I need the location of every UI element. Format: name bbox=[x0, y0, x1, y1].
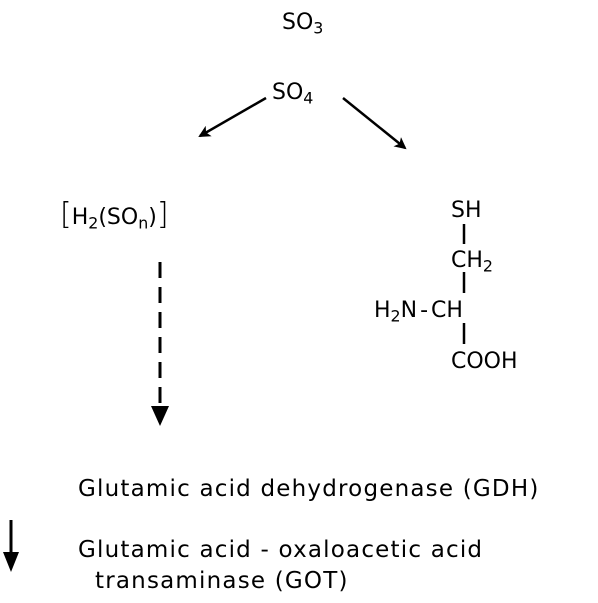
left-branch-formula: [H2(SOn)] bbox=[60, 197, 169, 233]
enzyme-gdh: Glutamic acid dehydrogenase (GDH) bbox=[78, 476, 540, 502]
so4-formula: SO4 bbox=[272, 80, 314, 108]
ch2-symbol: CH bbox=[451, 248, 483, 273]
so3-formula: SO3 bbox=[282, 10, 324, 38]
amine-h: H bbox=[374, 298, 391, 323]
h-symbol: H bbox=[71, 205, 89, 230]
n-subscript: n bbox=[138, 213, 149, 233]
cysteine-amine-row: H2N-CH bbox=[374, 298, 463, 326]
h-subscript: 2 bbox=[88, 213, 99, 233]
bracket-open: [ bbox=[60, 197, 72, 232]
solid-down-arrow-head bbox=[3, 552, 19, 572]
cysteine-ch2: CH2 bbox=[451, 248, 493, 276]
arrow-to-left-branch bbox=[198, 96, 267, 138]
so4-subscript: 4 bbox=[303, 88, 314, 108]
amine-n: N bbox=[400, 298, 418, 323]
alpha-ch: CH bbox=[431, 298, 463, 323]
so3-symbol: SO bbox=[282, 10, 314, 35]
cysteine-cooh: COOH bbox=[451, 349, 518, 374]
amine-dash: - bbox=[420, 298, 429, 323]
bracket-close: ] bbox=[156, 197, 169, 232]
arrow-to-cysteine bbox=[342, 97, 407, 150]
inner-close: ) bbox=[148, 205, 157, 230]
amine-subscript: 2 bbox=[390, 306, 401, 326]
cysteine-sh: SH bbox=[451, 198, 482, 223]
dashed-arrow-head bbox=[151, 406, 169, 426]
ch2-subscript: 2 bbox=[482, 256, 493, 276]
inner-open: (SO bbox=[98, 205, 139, 230]
so4-symbol: SO bbox=[272, 80, 304, 105]
so3-subscript: 3 bbox=[313, 18, 324, 38]
enzyme-got-line1: Glutamic acid - oxaloacetic acid bbox=[78, 537, 484, 563]
enzyme-got-line2: transaminase (GOT) bbox=[95, 568, 349, 594]
